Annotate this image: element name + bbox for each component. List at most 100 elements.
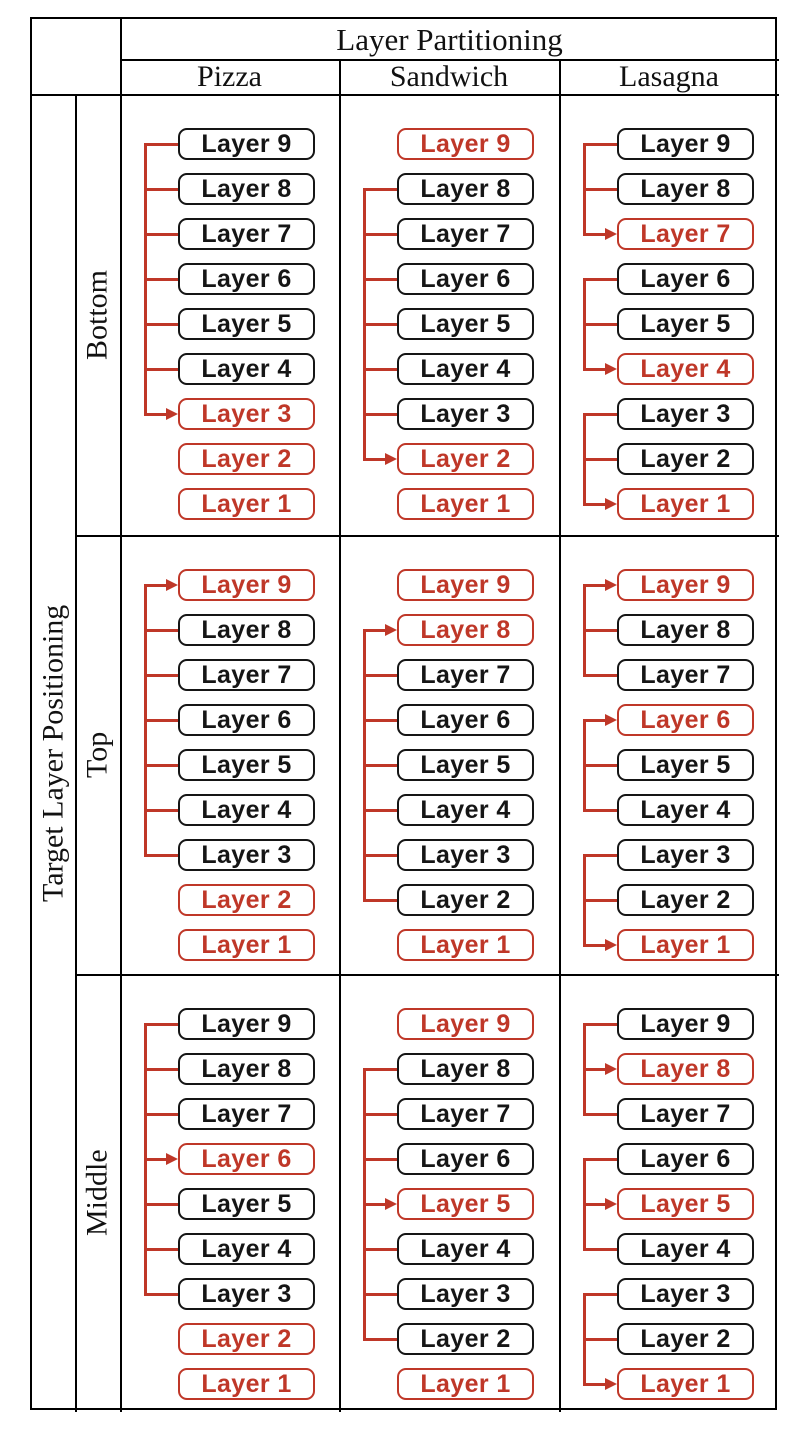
layer-box-4: Layer 4 [617, 1233, 754, 1265]
merge-source-line [363, 322, 397, 326]
merge-arrowhead-icon [605, 497, 617, 510]
merge-arrowhead-icon [605, 578, 617, 591]
layer-box-8: Layer 8 [178, 614, 315, 646]
grid-line [75, 94, 77, 1412]
layer-box-6: Layer 6 [178, 263, 315, 295]
merge-source-line [583, 412, 617, 416]
merge-arrowhead-icon [166, 1152, 178, 1165]
merge-source-line [583, 142, 617, 146]
merge-source-line [583, 1247, 617, 1251]
layer-box-2: Layer 2 [617, 443, 754, 475]
merge-source-line [583, 322, 617, 326]
layer-box-9: Layer 9 [178, 128, 315, 160]
merge-arrowhead-icon [385, 452, 397, 465]
layer-box-7: Layer 7 [397, 659, 534, 691]
merge-arrowhead-icon [605, 1062, 617, 1075]
layer-box-2: Layer 2 [397, 443, 534, 475]
layer-box-6: Layer 6 [617, 704, 754, 736]
layer-box-5: Layer 5 [617, 308, 754, 340]
layer-box-5: Layer 5 [178, 1188, 315, 1220]
merge-source-line [144, 853, 178, 857]
merge-target-line [583, 367, 607, 371]
layer-box-2: Layer 2 [178, 884, 315, 916]
grid-line [120, 59, 779, 61]
merge-source-line [583, 1112, 617, 1116]
merge-target-line [583, 943, 607, 947]
layer-box-1: Layer 1 [178, 1368, 315, 1400]
grid-line [75, 535, 779, 537]
merge-source-line [363, 718, 397, 722]
merge-source-line [363, 367, 397, 371]
layer-box-7: Layer 7 [617, 659, 754, 691]
row-header-top: Top [80, 731, 114, 778]
column-header-lasagna: Lasagna [619, 59, 719, 93]
merge-source-line [144, 187, 178, 191]
merge-target-line [144, 583, 168, 587]
merge-source-line [363, 187, 397, 191]
merge-source-line [144, 277, 178, 281]
layer-box-8: Layer 8 [617, 173, 754, 205]
row-header-bottom: Bottom [80, 269, 114, 360]
layer-box-1: Layer 1 [397, 488, 534, 520]
layer-box-7: Layer 7 [397, 1098, 534, 1130]
layer-box-8: Layer 8 [178, 1053, 315, 1085]
merge-source-line [144, 718, 178, 722]
cell-top-lasagna: Layer 9 Layer 8 Layer 7 Layer 6 Layer 5 Layer… [559, 535, 779, 974]
layer-box-6: Layer 6 [397, 704, 534, 736]
merge-target-line [583, 718, 607, 722]
merge-source-line [363, 853, 397, 857]
layer-partitioning-table: Layer Partitioning Target Layer Position… [30, 17, 779, 1412]
layer-box-7: Layer 7 [397, 218, 534, 250]
layer-box-8: Layer 8 [617, 614, 754, 646]
merge-source-line [583, 1022, 617, 1026]
layer-box-9: Layer 9 [617, 569, 754, 601]
merge-source-line [144, 1202, 178, 1206]
layer-box-6: Layer 6 [617, 263, 754, 295]
merge-target-line [583, 1382, 607, 1386]
merge-target-line [144, 412, 168, 416]
merge-arrowhead-icon [605, 713, 617, 726]
layer-box-3: Layer 3 [397, 839, 534, 871]
layer-box-3: Layer 3 [617, 839, 754, 871]
merge-arrowhead-icon [385, 623, 397, 636]
layer-box-2: Layer 2 [397, 884, 534, 916]
layer-box-4: Layer 4 [617, 353, 754, 385]
merge-target-line [583, 1067, 607, 1071]
layer-box-4: Layer 4 [617, 794, 754, 826]
layer-box-3: Layer 3 [617, 398, 754, 430]
merge-source-line [144, 1292, 178, 1296]
layer-box-5: Layer 5 [397, 308, 534, 340]
row-group-header: Target Layer Positioning [36, 604, 70, 902]
layer-box-7: Layer 7 [617, 1098, 754, 1130]
merge-source-line [583, 457, 617, 461]
merge-source-line [363, 1292, 397, 1296]
layer-box-5: Layer 5 [617, 749, 754, 781]
cell-bottom-lasagna: Layer 9 Layer 8 Layer 7 Layer 6 Layer 5 Layer… [559, 94, 779, 535]
merge-target-line [363, 1202, 387, 1206]
merge-arrowhead-icon [605, 362, 617, 375]
layer-box-3: Layer 3 [617, 1278, 754, 1310]
grid-line [559, 59, 561, 1412]
merge-target-line [363, 457, 387, 461]
layer-box-9: Layer 9 [397, 569, 534, 601]
layer-box-8: Layer 8 [397, 1053, 534, 1085]
layer-box-4: Layer 4 [178, 1233, 315, 1265]
merge-source-line [583, 1292, 617, 1296]
layer-box-6: Layer 6 [397, 1143, 534, 1175]
layer-box-1: Layer 1 [178, 929, 315, 961]
merge-source-line [363, 1067, 397, 1071]
layer-box-6: Layer 6 [178, 1143, 315, 1175]
merge-source-line [583, 853, 617, 857]
merge-target-line [583, 232, 607, 236]
layer-box-2: Layer 2 [617, 884, 754, 916]
layer-box-9: Layer 9 [617, 128, 754, 160]
grid-line [32, 94, 779, 96]
layer-box-3: Layer 3 [178, 398, 315, 430]
layer-box-7: Layer 7 [617, 218, 754, 250]
merge-arrowhead-icon [605, 227, 617, 240]
merge-source-line [144, 763, 178, 767]
merge-source-line [144, 808, 178, 812]
merge-arrowhead-icon [385, 1197, 397, 1210]
merge-source-line [363, 412, 397, 416]
merge-source-line [363, 898, 397, 902]
